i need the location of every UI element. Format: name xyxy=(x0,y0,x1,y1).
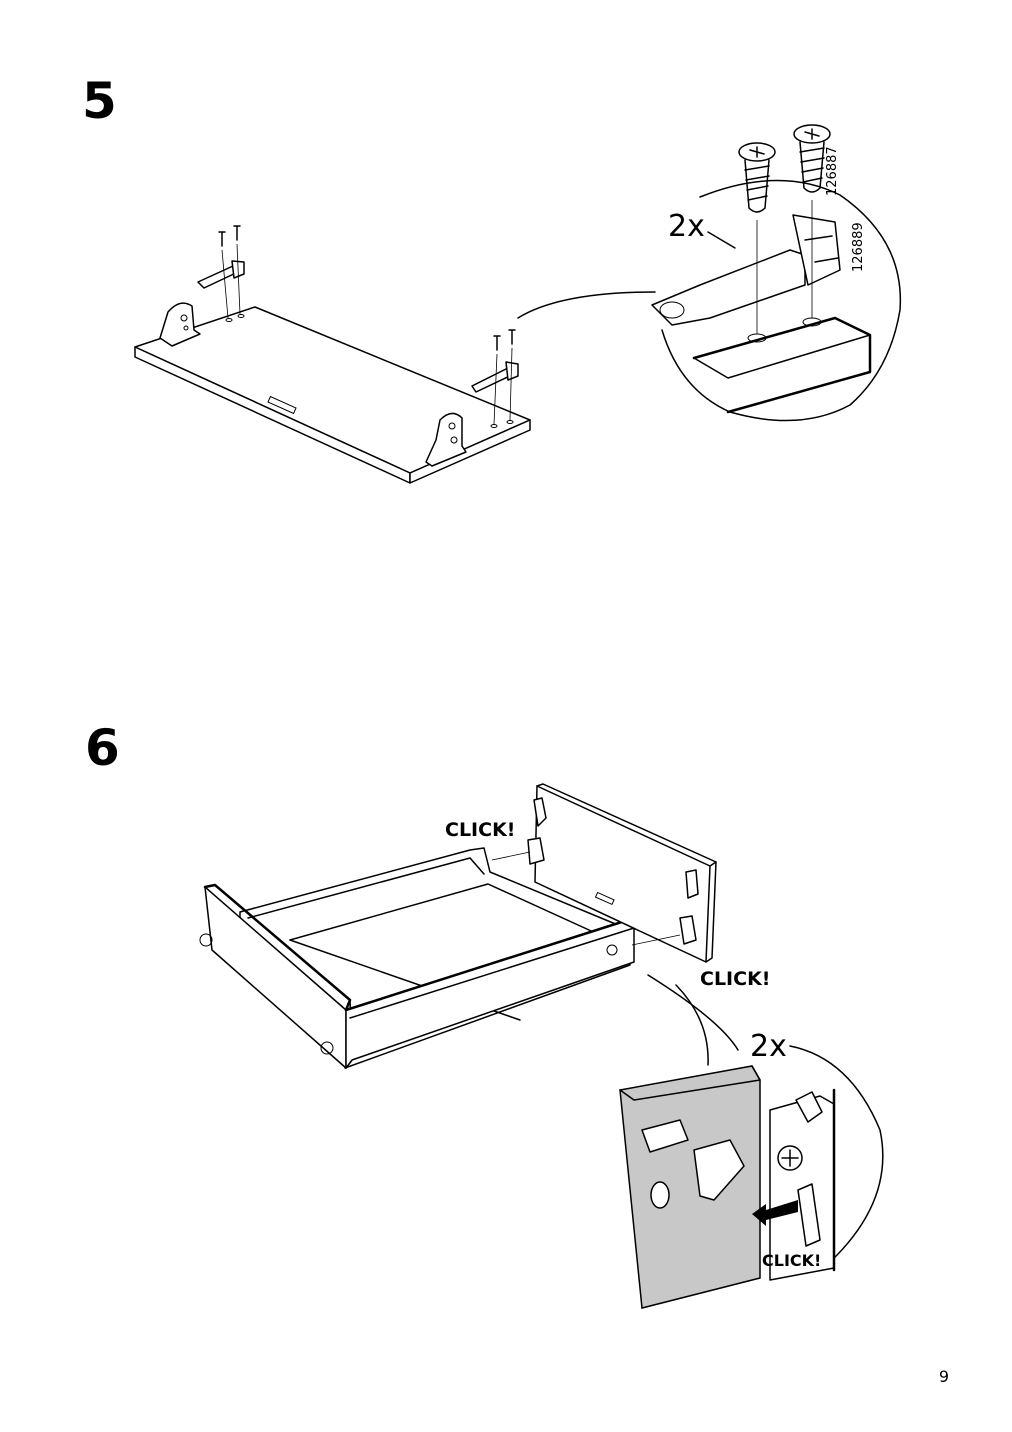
step-6-quantity: 2x xyxy=(750,1029,787,1064)
step-6-illustration: CLICK! CLICK! 2x CLICK! xyxy=(199,783,884,1309)
screw-126889 xyxy=(793,124,831,193)
detail-callout-pointer-6b xyxy=(675,984,709,1066)
detail-callout-pointer-6 xyxy=(647,974,739,1051)
right-bracket xyxy=(425,361,519,467)
page-number: 9 xyxy=(938,1367,949,1386)
screws-left xyxy=(218,225,245,322)
drawer-front-panel xyxy=(491,783,717,963)
click-label-right: CLICK! xyxy=(700,968,770,990)
quantity-leader-line xyxy=(707,231,736,249)
part-number-126887: 126887 xyxy=(825,146,840,196)
detail-callout-pointer xyxy=(517,291,656,319)
screw-126887 xyxy=(738,142,776,213)
left-bracket xyxy=(159,260,245,347)
click-label-detail: CLICK! xyxy=(762,1251,821,1270)
screws-right xyxy=(490,329,516,428)
step-6-detail-view xyxy=(619,1045,884,1309)
drawer-box xyxy=(199,847,635,1069)
step-5-number: 5 xyxy=(82,72,117,130)
part-number-126889: 126889 xyxy=(851,222,866,272)
step-6-number: 6 xyxy=(85,719,120,777)
step-5-quantity: 2x xyxy=(668,209,705,244)
step-5-illustration: 2x 126887 126889 xyxy=(134,124,902,484)
drawer-bottom-panel xyxy=(134,306,531,484)
click-label-top: CLICK! xyxy=(445,819,515,841)
step-5-detail-view xyxy=(651,179,902,422)
